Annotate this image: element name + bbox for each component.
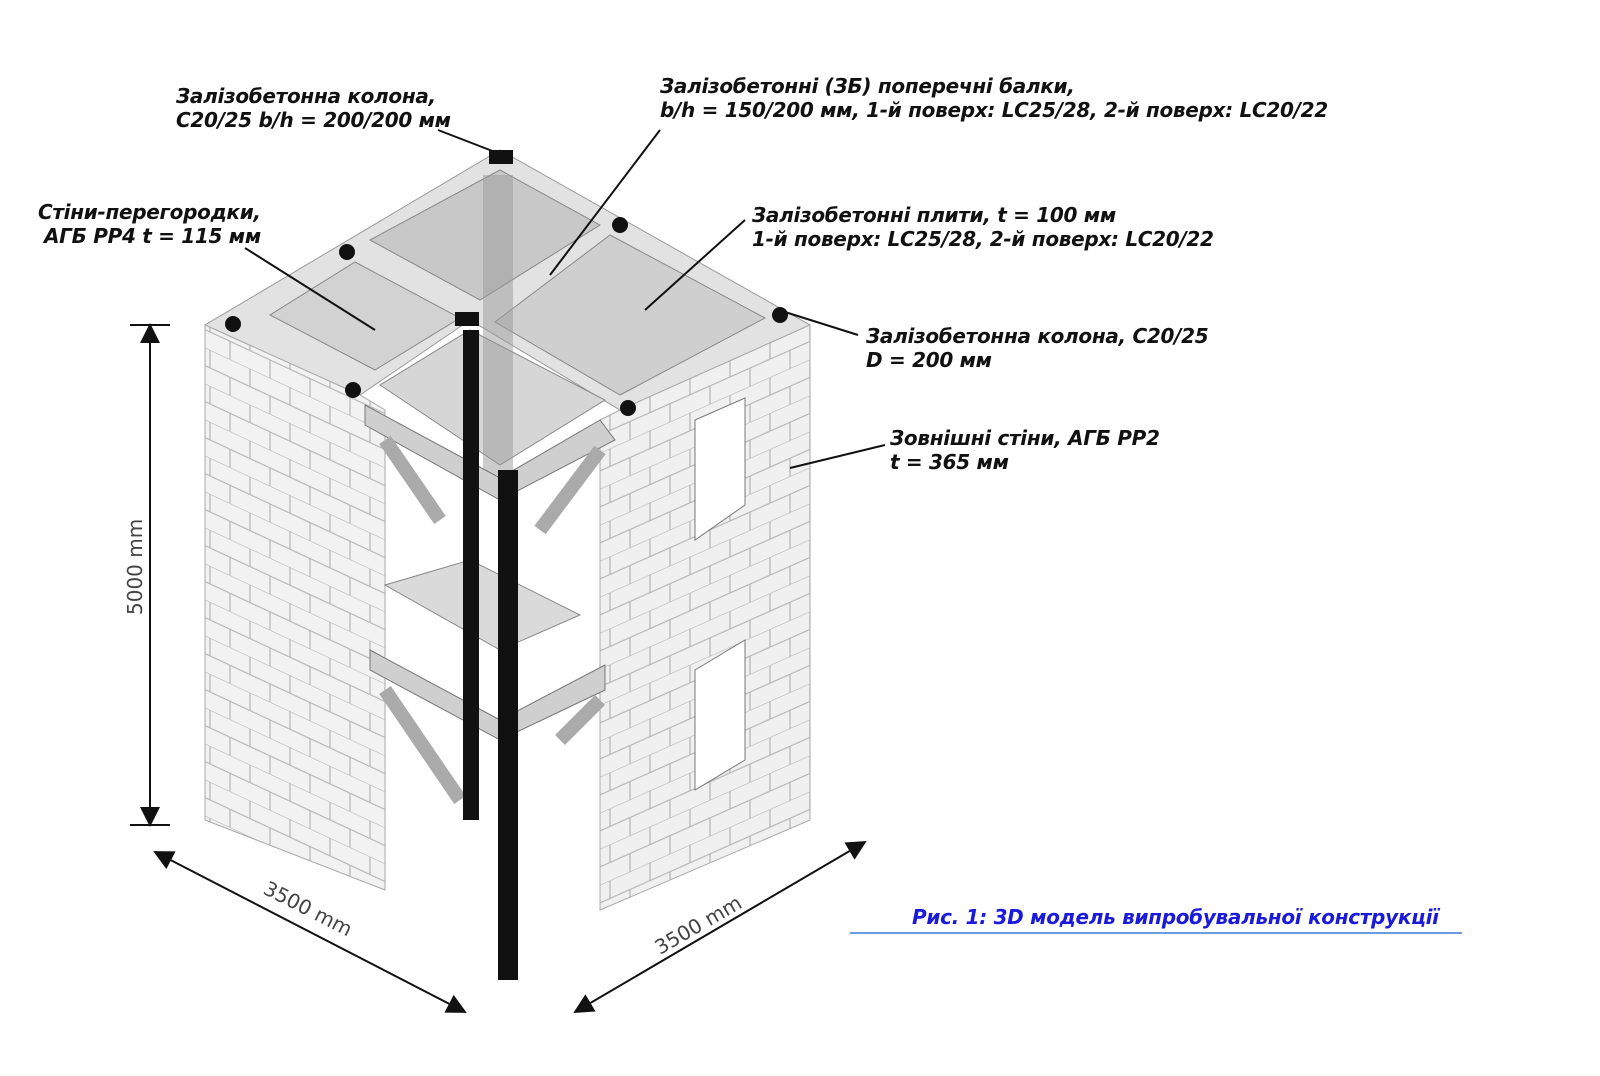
label-line: Залізобетонна колона, C20/25 bbox=[866, 324, 1209, 348]
window-lower bbox=[694, 639, 746, 791]
opening-left bbox=[268, 261, 462, 371]
label-line: b/h = 150/200 мм, 1-й поверх: LC25/28, 2… bbox=[660, 98, 1328, 122]
figure-caption: Рис. 1: 3D модель випробувальної констру… bbox=[912, 905, 1439, 929]
label-line: t = 365 мм bbox=[890, 450, 1009, 474]
label-line: D = 200 мм bbox=[866, 348, 992, 372]
opening-right bbox=[494, 234, 767, 396]
corner-column bbox=[498, 470, 518, 980]
label-line: Залізобетонна колона, bbox=[176, 84, 436, 108]
label-line: 1-й поверх: LC25/28, 2-й поверх: LC20/22 bbox=[752, 227, 1214, 251]
label-beams: Залізобетонні (ЗБ) поперечні балки,b/h =… bbox=[660, 74, 1328, 122]
label-square-column: Залізобетонна колона,C20/25 b/h = 200/20… bbox=[176, 84, 451, 132]
width-right-dimension-label: 3500 mm bbox=[651, 890, 746, 959]
label-line: АГБ PP4 t = 115 мм bbox=[44, 224, 261, 248]
dimension-lines bbox=[130, 323, 867, 1014]
caption-underline bbox=[850, 932, 1462, 934]
leader-lines bbox=[244, 129, 886, 469]
label-line: Залізобетонні плити, t = 100 мм bbox=[752, 203, 1116, 227]
outer-wall-left bbox=[204, 324, 386, 891]
window-upper bbox=[694, 397, 746, 541]
inner-column bbox=[463, 330, 479, 820]
label-partitions: Стіни-перегородки,АГБ PP4 t = 115 мм bbox=[38, 200, 261, 248]
label-line: Стіни-перегородки, bbox=[38, 200, 261, 224]
round-columns bbox=[225, 150, 788, 416]
label-line: C20/25 b/h = 200/200 мм bbox=[176, 108, 451, 132]
label-line: Залізобетонні (ЗБ) поперечні балки, bbox=[660, 74, 1075, 98]
height-dimension-label: 5000 mm bbox=[123, 519, 147, 615]
label-line: Зовнішні стіни, АГБ PP2 bbox=[890, 426, 1160, 450]
